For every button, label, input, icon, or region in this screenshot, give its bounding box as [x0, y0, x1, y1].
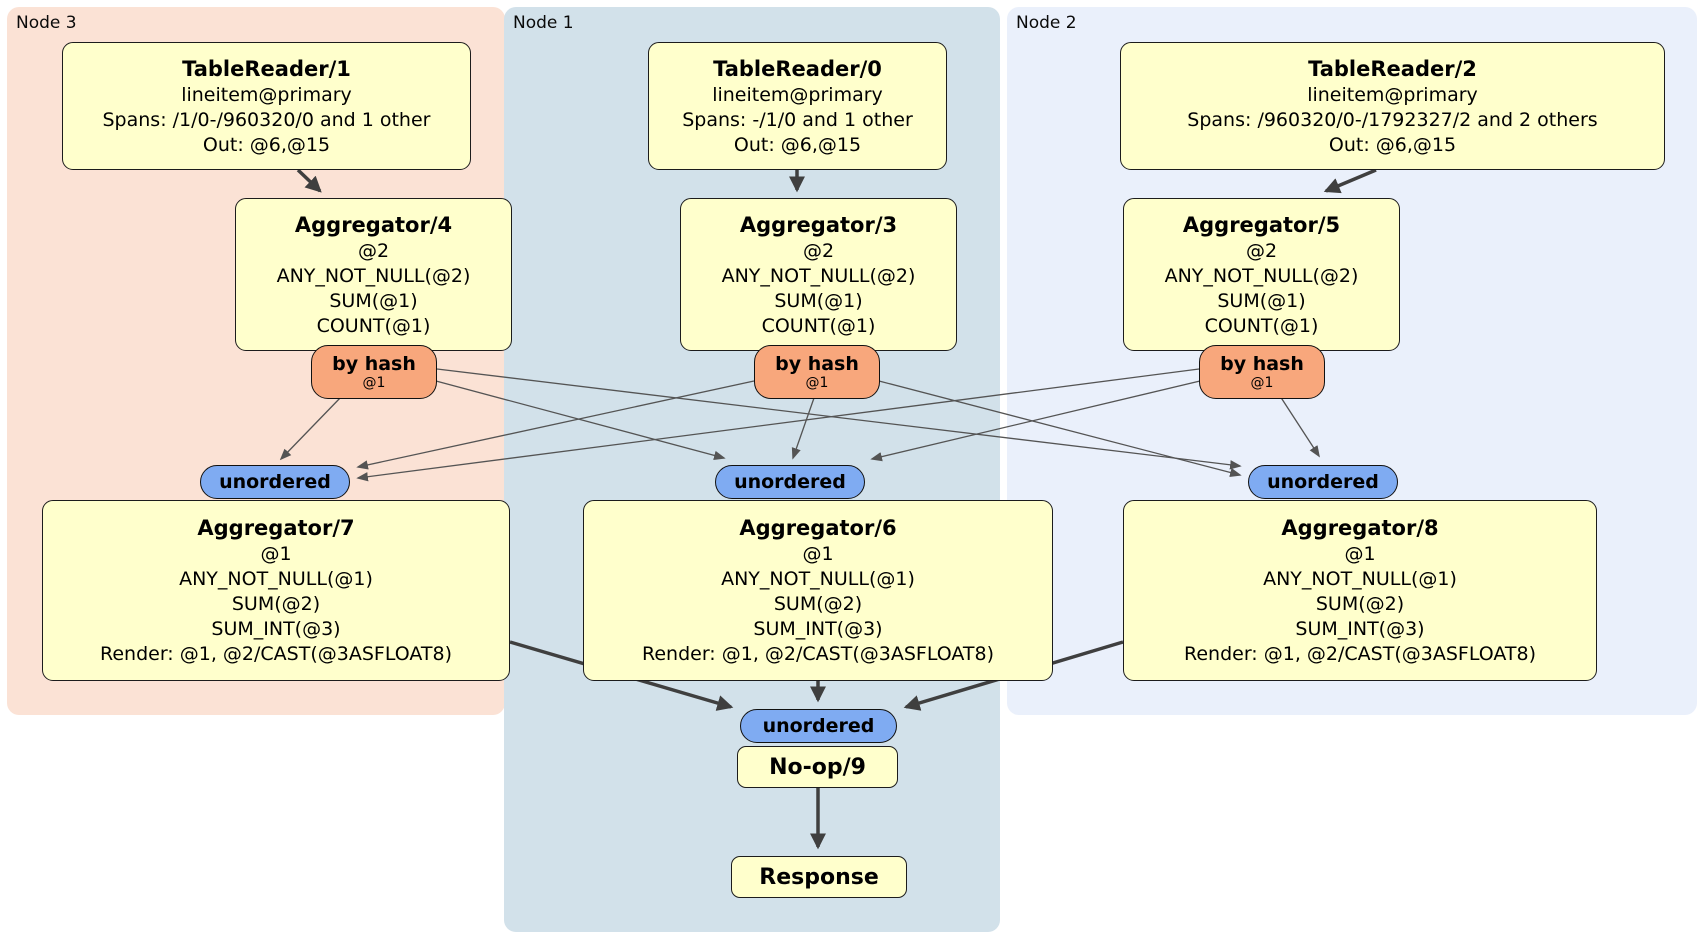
- node-noop-9: No-op/9: [737, 746, 898, 788]
- edge-byhash3-unordered6: [791, 397, 815, 460]
- processor-line: SUM_INT(@3): [1295, 618, 1425, 640]
- router-by-hash-4: by hash @1: [311, 345, 437, 399]
- region-label-node3: Node 3: [16, 13, 77, 33]
- processor-title: TableReader/0: [713, 56, 882, 81]
- node-aggregator-3: Aggregator/3 @2 ANY_NOT_NULL(@2) SUM(@1)…: [680, 198, 957, 351]
- router-by-hash-3: by hash @1: [754, 345, 880, 399]
- processor-title: Aggregator/7: [197, 516, 355, 540]
- processor-line: ANY_NOT_NULL(@1): [721, 568, 915, 590]
- processor-line: SUM_INT(@3): [211, 618, 341, 640]
- unordered-label: unordered: [734, 471, 846, 493]
- by-hash-label: by hash: [1220, 352, 1304, 375]
- processor-out: Out: @6,@15: [202, 133, 331, 156]
- processor-title: TableReader/1: [182, 56, 351, 81]
- processor-line: SUM(@1): [1217, 289, 1306, 312]
- processor-line: @2: [1245, 239, 1278, 262]
- edge-byhash4-unordered7: [279, 395, 343, 461]
- processor-table: lineitem@primary: [712, 83, 883, 106]
- processor-line: SUM(@2): [231, 593, 321, 615]
- processor-spans: Spans: /960320/0-/1792327/2 and 2 others: [1187, 108, 1598, 131]
- processor-out: Out: @6,@15: [1328, 133, 1457, 156]
- by-hash-key: @1: [362, 374, 386, 391]
- processor-line: @1: [260, 543, 292, 565]
- edge-byhash4-unordered8: [436, 368, 1242, 470]
- processor-title: Aggregator/6: [739, 516, 897, 540]
- node-aggregator-7: Aggregator/7 @1 ANY_NOT_NULL(@1) SUM(@2)…: [42, 500, 510, 681]
- edge-byhash5-unordered8: [1279, 395, 1320, 458]
- processor-out: Out: @6,@15: [733, 133, 862, 156]
- node-aggregator-4: Aggregator/4 @2 ANY_NOT_NULL(@2) SUM(@1)…: [235, 198, 512, 351]
- unordered-label: unordered: [219, 471, 331, 493]
- thin-edges: [279, 368, 1320, 482]
- node-aggregator-8: Aggregator/8 @1 ANY_NOT_NULL(@1) SUM(@2)…: [1123, 500, 1597, 681]
- router-unordered-7: unordered: [200, 465, 350, 499]
- router-unordered-6: unordered: [715, 465, 865, 499]
- by-hash-label: by hash: [775, 352, 859, 375]
- processor-line: ANY_NOT_NULL(@2): [276, 264, 471, 287]
- unordered-label: unordered: [762, 715, 875, 737]
- processor-title: Aggregator/8: [1281, 516, 1439, 540]
- node-aggregator-5: Aggregator/5 @2 ANY_NOT_NULL(@2) SUM(@1)…: [1123, 198, 1400, 351]
- edge-tablereader1-aggregator4: [296, 168, 322, 193]
- by-hash-key: @1: [805, 374, 829, 391]
- processor-line: SUM(@2): [1315, 593, 1405, 615]
- processor-line: COUNT(@1): [1204, 314, 1319, 337]
- processor-title: Aggregator/3: [739, 212, 898, 237]
- processor-table: lineitem@primary: [1307, 83, 1478, 106]
- processor-title: Aggregator/5: [1182, 212, 1341, 237]
- processor-line: COUNT(@1): [316, 314, 431, 337]
- processor-line: SUM(@2): [773, 593, 863, 615]
- router-by-hash-5: by hash @1: [1199, 345, 1325, 399]
- processor-line: @1: [802, 543, 834, 565]
- processor-title: TableReader/2: [1308, 56, 1477, 81]
- node-tablereader-2: TableReader/2 lineitem@primary Spans: /9…: [1120, 42, 1665, 170]
- edge-byhash5-unordered6: [870, 380, 1201, 462]
- processor-line: ANY_NOT_NULL(@2): [721, 264, 916, 287]
- processor-table: lineitem@primary: [181, 83, 352, 106]
- unordered-label: unordered: [1267, 471, 1379, 493]
- processor-line: @1: [1344, 543, 1376, 565]
- by-hash-label: by hash: [332, 352, 416, 375]
- router-unordered-9: unordered: [740, 709, 897, 743]
- node-response: Response: [731, 856, 907, 898]
- processor-line: SUM_INT(@3): [753, 618, 883, 640]
- edge-byhash3-unordered7: [356, 380, 755, 470]
- node-aggregator-6: Aggregator/6 @1 ANY_NOT_NULL(@1) SUM(@2)…: [583, 500, 1053, 681]
- processor-line: COUNT(@1): [761, 314, 876, 337]
- router-unordered-8: unordered: [1248, 465, 1398, 499]
- processor-render-line: Render: @1, @2/CAST(@3ASFLOAT8): [1184, 643, 1536, 665]
- node-tablereader-1: TableReader/1 lineitem@primary Spans: /1…: [62, 42, 471, 170]
- processor-title: Response: [759, 864, 879, 890]
- processor-line: SUM(@1): [774, 289, 863, 312]
- edge-byhash4-unordered6: [435, 380, 726, 460]
- by-hash-key: @1: [1250, 374, 1274, 391]
- edge-tablereader2-aggregator5: [1323, 168, 1377, 194]
- processor-spans: Spans: -/1/0 and 1 other: [682, 108, 913, 131]
- processor-line: @2: [357, 239, 390, 262]
- processor-line: @2: [802, 239, 835, 262]
- edge-byhash3-unordered8: [878, 380, 1242, 478]
- processor-line: ANY_NOT_NULL(@1): [1263, 568, 1457, 590]
- processor-render-line: Render: @1, @2/CAST(@3ASFLOAT8): [642, 643, 994, 665]
- processor-spans: Spans: /1/0-/960320/0 and 1 other: [102, 108, 431, 131]
- node-tablereader-0: TableReader/0 lineitem@primary Spans: -/…: [648, 42, 947, 170]
- processor-line: SUM(@1): [329, 289, 418, 312]
- region-label-node2: Node 2: [1016, 13, 1077, 33]
- processor-title: No-op/9: [769, 754, 866, 780]
- edge-byhash5-unordered7: [356, 368, 1200, 482]
- processor-line: ANY_NOT_NULL(@1): [179, 568, 373, 590]
- processor-render-line: Render: @1, @2/CAST(@3ASFLOAT8): [100, 643, 452, 665]
- region-label-node1: Node 1: [513, 13, 574, 33]
- processor-title: Aggregator/4: [294, 212, 453, 237]
- processor-line: ANY_NOT_NULL(@2): [1164, 264, 1359, 287]
